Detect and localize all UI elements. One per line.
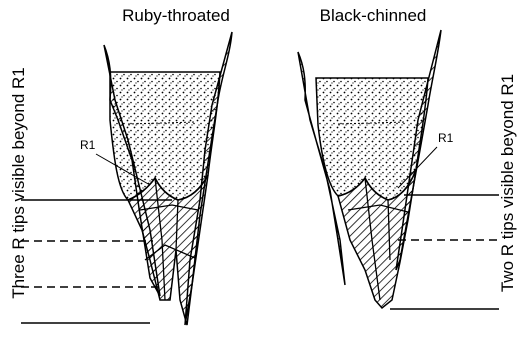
- black-chinned-tail: R1: [298, 30, 454, 308]
- left-side-caption: Three R tips visible beyond R1: [9, 67, 28, 299]
- ruby-throated-tail: R1: [80, 32, 232, 325]
- left-central-rectrices: [128, 175, 208, 325]
- left-coverts: [110, 72, 220, 200]
- right-side-caption: Two R tips visible beyond R1: [498, 74, 517, 292]
- right-r1-label: R1: [438, 131, 454, 145]
- left-r1-label: R1: [80, 138, 96, 152]
- left-species-title: Ruby-throated: [122, 6, 230, 25]
- right-species-title: Black-chinned: [320, 6, 427, 25]
